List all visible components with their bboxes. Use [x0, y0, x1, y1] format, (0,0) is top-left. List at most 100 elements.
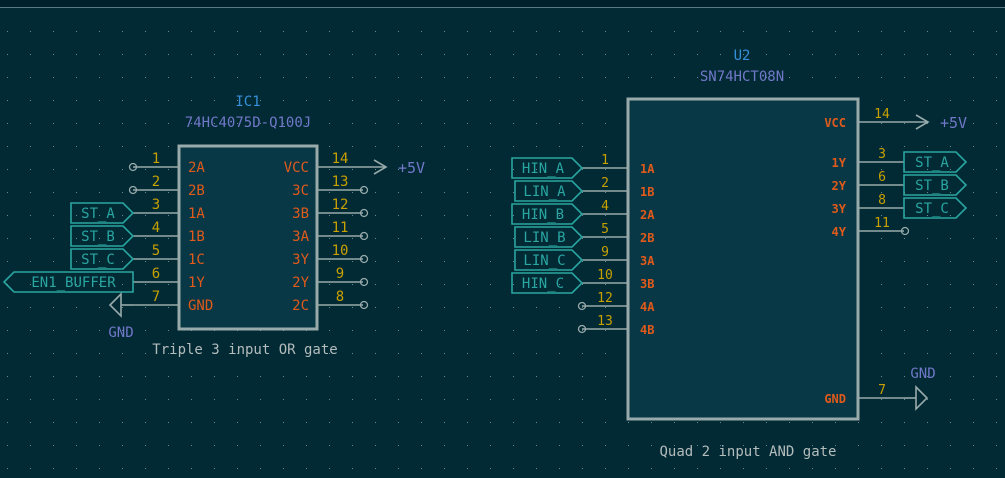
grid-dot [99, 261, 100, 262]
grid-dot [145, 422, 146, 423]
grid-dot [30, 31, 31, 32]
net-label-shape [70, 202, 135, 224]
grid-dot [421, 54, 422, 55]
grid-dot [352, 445, 353, 446]
grid-dot [950, 54, 951, 55]
grid-dot [398, 192, 399, 193]
grid-dot [444, 215, 445, 216]
grid-dot [168, 123, 169, 124]
grid-dot [375, 54, 376, 55]
grid-dot [950, 376, 951, 377]
grid-dot [122, 284, 123, 285]
pin-name: 3B [640, 277, 654, 291]
grid-dot [352, 307, 353, 308]
grid-dot [927, 146, 928, 147]
pin-number: 7 [152, 289, 160, 305]
grid-dot [53, 261, 54, 262]
grid-dot [145, 31, 146, 32]
grid-dot [674, 77, 675, 78]
grid-dot [789, 54, 790, 55]
grid-dot [973, 31, 974, 32]
grid-dot [927, 77, 928, 78]
grid-dot [513, 468, 514, 469]
grid-dot [996, 31, 997, 32]
grid-dot [237, 77, 238, 78]
grid-dot [398, 238, 399, 239]
unconnected-pin-marker [128, 162, 138, 172]
power-label: +5V [398, 159, 425, 177]
grid-dot [651, 422, 652, 423]
grid-dot [260, 445, 261, 446]
grid-dot [145, 445, 146, 446]
grid-dot [398, 468, 399, 469]
grid-dot [996, 54, 997, 55]
pin-name: GND [824, 392, 846, 406]
grid-dot [812, 31, 813, 32]
pin-number: 2 [601, 176, 609, 191]
grid-dot [835, 77, 836, 78]
net-label-shape [903, 174, 968, 196]
grid-dot [467, 399, 468, 400]
grid-dot [398, 123, 399, 124]
u2-body[interactable] [626, 97, 860, 421]
grid-dot [375, 192, 376, 193]
grid-dot [904, 468, 905, 469]
net-label-shape [70, 225, 135, 247]
grid-dot [444, 307, 445, 308]
grid-dot [76, 353, 77, 354]
grid-dot [168, 169, 169, 170]
component-ic1[interactable]: IC1 74HC4075D-Q100J 12A22B31AST_A41BST_B… [2, 94, 425, 358]
grid-dot [168, 422, 169, 423]
grid-dot [881, 100, 882, 101]
component-u2[interactable]: U2 SN74HCT08N 11AHIN_A21BLIN_A42AHIN_B52… [511, 48, 968, 460]
grid-dot [122, 261, 123, 262]
grid-dot [513, 261, 514, 262]
grid-dot [904, 238, 905, 239]
power-arrow-icon [373, 159, 388, 175]
grid-dot [950, 307, 951, 308]
grid-dot [191, 422, 192, 423]
u2-pins: 11AHIN_A21BLIN_A42AHIN_B52BLIN_B93ALIN_C… [511, 107, 968, 411]
ic1-body[interactable] [177, 144, 319, 331]
grid-dot [168, 284, 169, 285]
grid-dot [881, 192, 882, 193]
grid-dot [467, 330, 468, 331]
grid-dot [7, 422, 8, 423]
grid-dot [260, 468, 261, 469]
grid-dot [30, 261, 31, 262]
grid-dot [490, 100, 491, 101]
pin-number: 8 [878, 193, 886, 208]
grid-dot [260, 123, 261, 124]
grid-dot [352, 422, 353, 423]
grid-dot [7, 445, 8, 446]
grid-dot [490, 399, 491, 400]
grid-dot [513, 146, 514, 147]
grid-dot [53, 353, 54, 354]
grid-dot [536, 376, 537, 377]
ground-symbol-icon [108, 292, 122, 318]
grid-dot [398, 422, 399, 423]
grid-dot [352, 100, 353, 101]
unconnected-pin-marker [359, 231, 369, 241]
grid-dot [30, 54, 31, 55]
grid-dot [145, 77, 146, 78]
pin-number: 14 [874, 107, 890, 122]
grid-dot [214, 123, 215, 124]
grid-dot [421, 445, 422, 446]
grid-dot [7, 353, 8, 354]
grid-dot [444, 100, 445, 101]
grid-dot [237, 54, 238, 55]
pin-number: 14 [332, 151, 349, 167]
grid-dot [329, 307, 330, 308]
net-label: LIN_A [523, 184, 566, 200]
grid-dot [398, 31, 399, 32]
grid-dot [605, 399, 606, 400]
grid-dot [76, 54, 77, 55]
grid-dot [582, 422, 583, 423]
grid-dot [99, 31, 100, 32]
grid-dot [582, 399, 583, 400]
grid-dot [444, 123, 445, 124]
net-label-shape [514, 249, 584, 271]
